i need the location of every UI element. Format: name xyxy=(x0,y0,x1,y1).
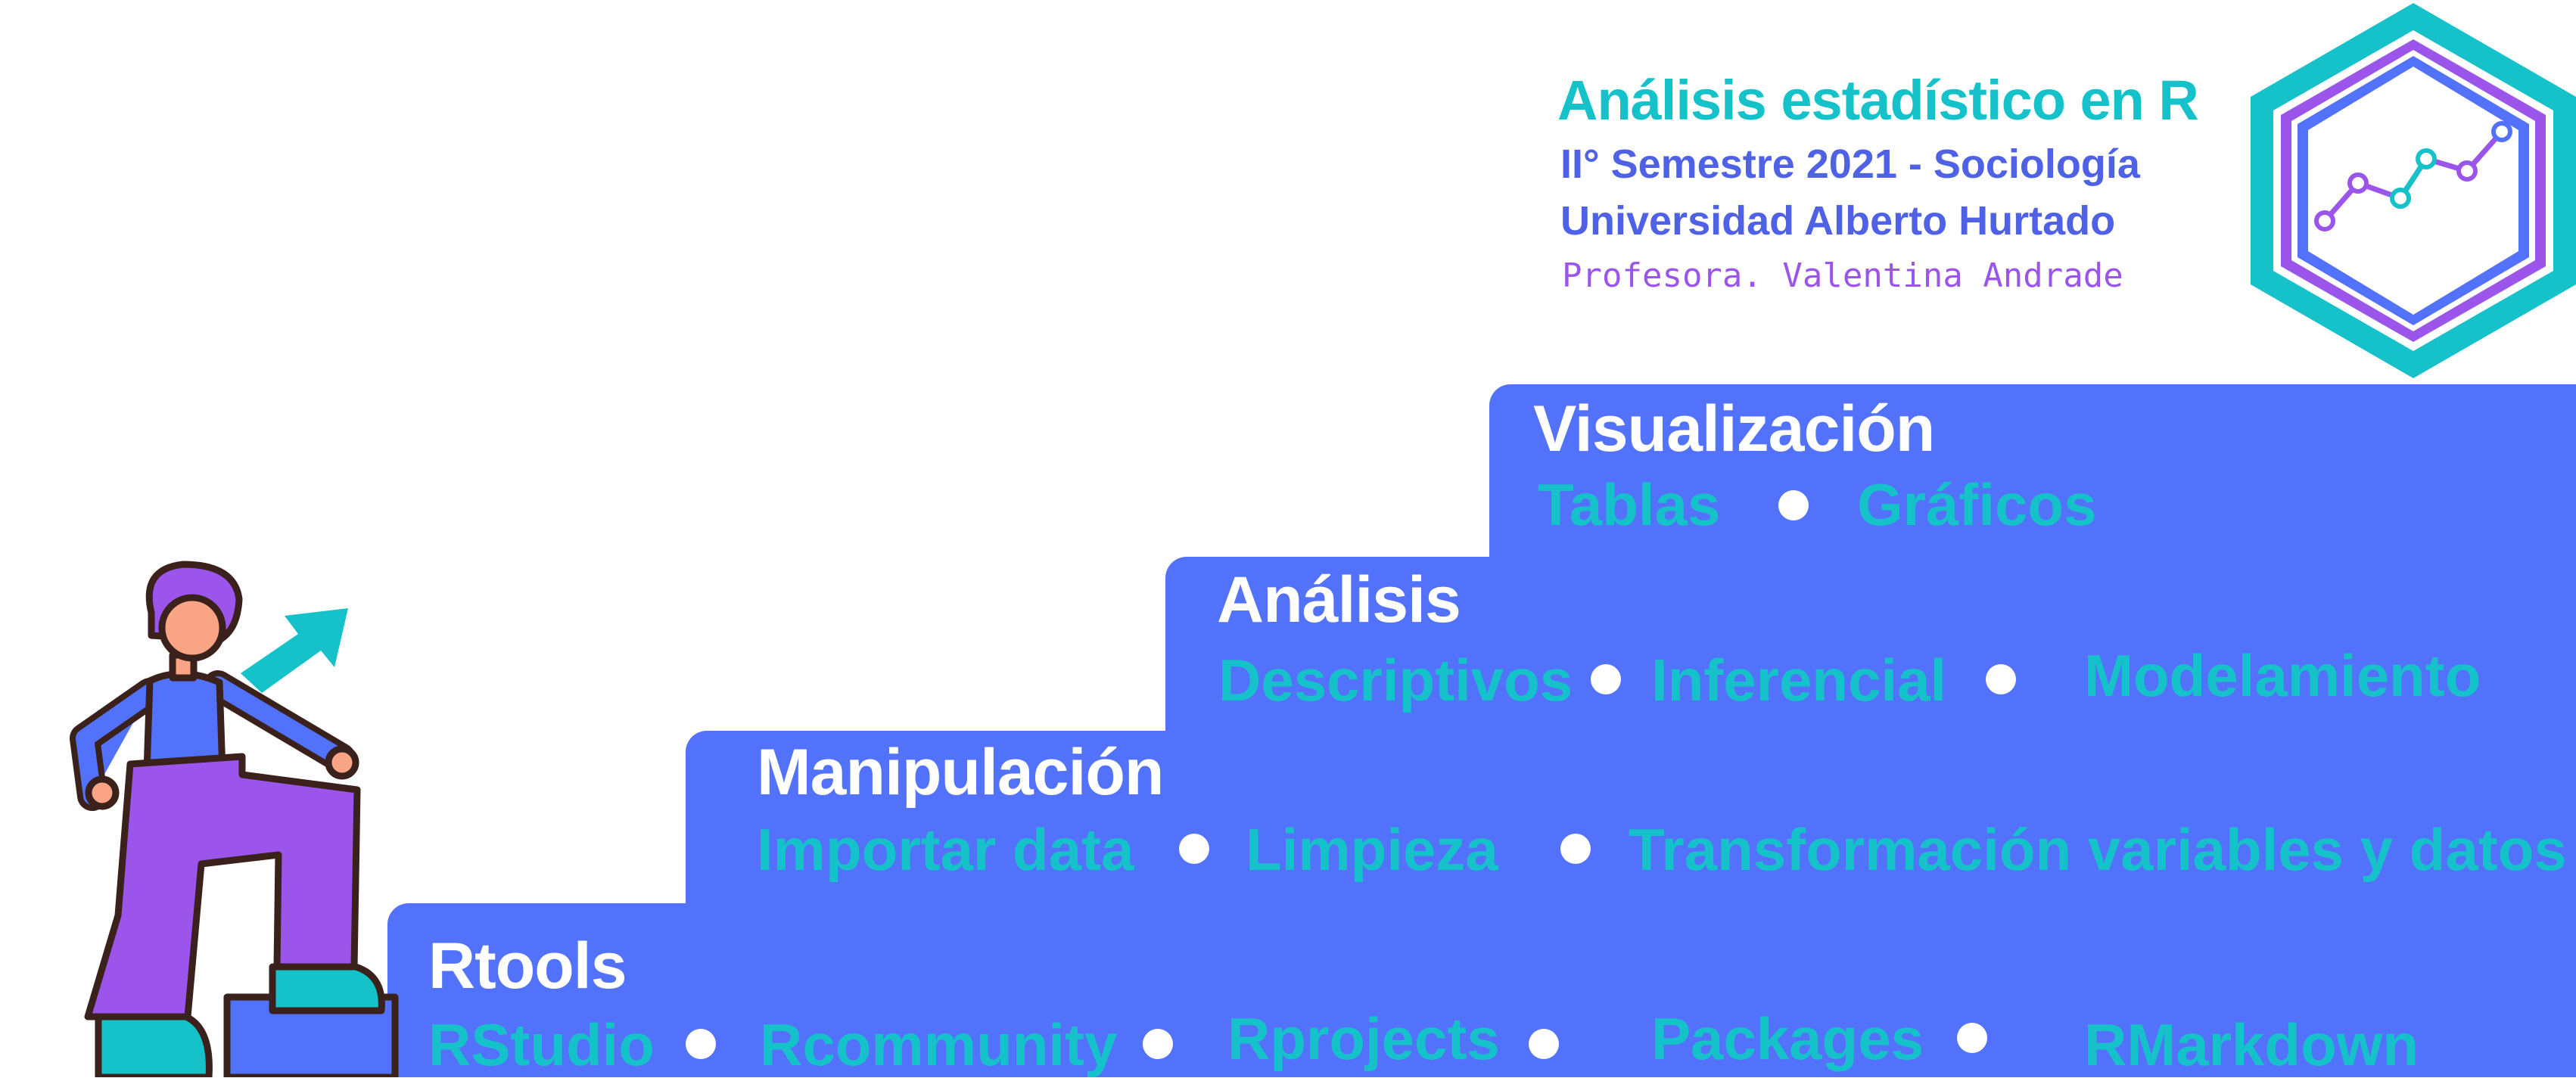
bullet-dot xyxy=(1778,490,1809,520)
bullet-dot xyxy=(686,1029,716,1059)
item-rmarkdown: RMarkdown xyxy=(2084,1011,2419,1078)
professor-label: Profesora. Valentina Andrade xyxy=(1562,256,2123,295)
bullet-dot xyxy=(1957,1023,1987,1053)
bullet-dot xyxy=(1560,834,1591,864)
bullet-dot xyxy=(1529,1029,1559,1059)
item-descriptivos: Descriptivos xyxy=(1218,647,1573,713)
item-rcommunity: Rcommunity xyxy=(760,1011,1118,1078)
item-tablas: Tablas xyxy=(1538,471,1721,538)
step-title-rtools: Rtools xyxy=(428,930,627,1002)
step-title-visualizacion: Visualización xyxy=(1533,393,1935,465)
arrow-up-right-icon xyxy=(241,608,348,693)
bullet-dot xyxy=(1986,664,2016,694)
item-packages: Packages xyxy=(1651,1005,1924,1072)
item-inferencial: Inferencial xyxy=(1651,647,1947,713)
step-rtools xyxy=(387,903,2576,1077)
person-climbing-icon xyxy=(70,561,399,1077)
item-modelamiento: Modelamiento xyxy=(2084,642,2481,709)
item-graficos: Gráficos xyxy=(1857,471,2097,538)
bullet-dot xyxy=(1179,834,1209,864)
step-title-manipulacion: Manipulación xyxy=(757,736,1164,809)
item-rstudio: RStudio xyxy=(428,1011,655,1078)
header: Análisis estadístico en R xyxy=(1557,69,2199,132)
bullet-dot xyxy=(1591,664,1621,694)
semester-label: II° Semestre 2021 - Sociología xyxy=(1560,141,2140,187)
course-title: Análisis estadístico en R xyxy=(1557,69,2199,132)
step-title-analisis: Análisis xyxy=(1217,564,1461,636)
university-label: Universidad Alberto Hurtado xyxy=(1560,198,2116,244)
item-limpieza: Limpieza xyxy=(1246,816,1498,883)
item-rprojects: Rprojects xyxy=(1227,1005,1500,1072)
bullet-dot xyxy=(1143,1029,1173,1059)
item-transformacion: Transformación variables y datos xyxy=(1629,816,2567,883)
item-importar-data: Importar data xyxy=(757,816,1134,883)
line-chart-hexagon-icon xyxy=(2251,3,2576,378)
